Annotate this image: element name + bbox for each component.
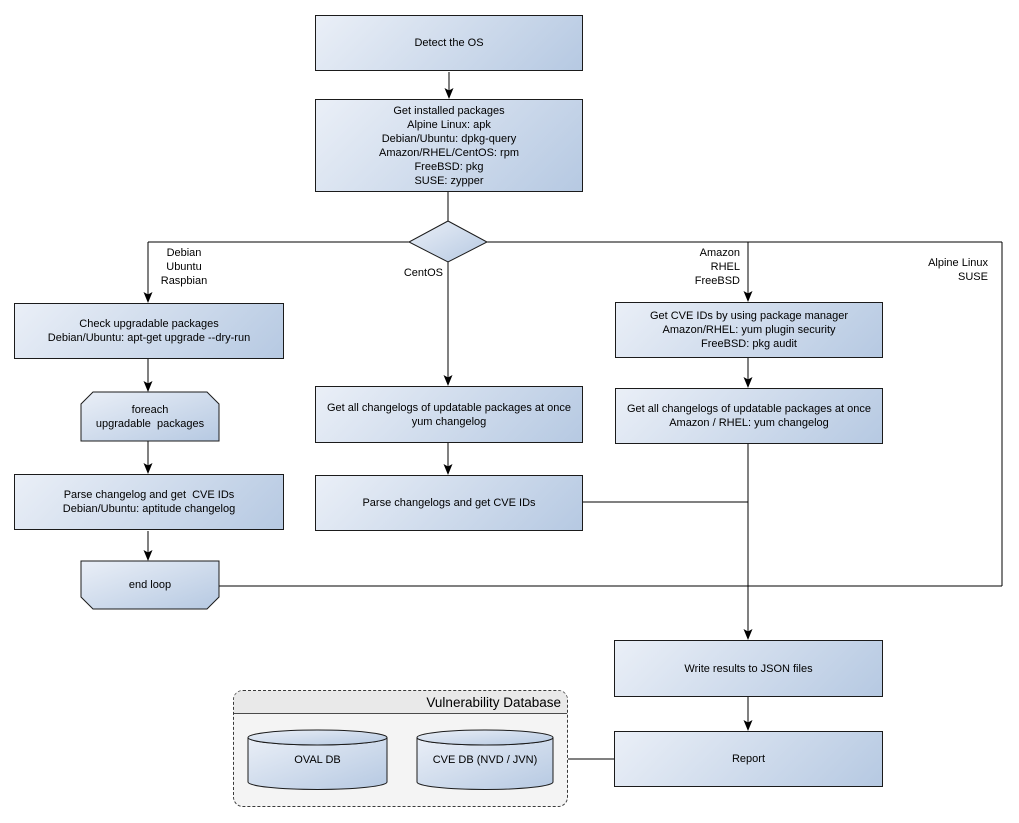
arrowhead bbox=[444, 88, 454, 99]
arrowhead bbox=[443, 464, 453, 475]
foreach-loop-label: foreach upgradable packages bbox=[95, 403, 205, 430]
end-loop-label-box: end loop bbox=[81, 561, 219, 609]
node-check-upgradable-packages: Check upgradable packages Debian/Ubuntu:… bbox=[14, 303, 284, 359]
node-detect-os: Detect the OS bbox=[315, 15, 583, 71]
node-get-installed-packages-label: Get installed packages Alpine Linux: apk… bbox=[379, 104, 519, 187]
vulnerability-database-title: Vulnerability Database bbox=[426, 694, 561, 710]
node-check-upgradable-packages-label: Check upgradable packages Debian/Ubuntu:… bbox=[47, 318, 251, 344]
branch-label-centos: CentOS bbox=[403, 267, 443, 279]
arrowhead bbox=[743, 377, 753, 388]
node-get-all-changelogs-amazon-label: Get all changelogs of updatable packages… bbox=[626, 403, 871, 429]
node-get-all-changelogs-centos: Get all changelogs of updatable packages… bbox=[315, 386, 583, 443]
node-parse-changelogs-centos-label: Parse changelogs and get CVE IDs bbox=[362, 497, 536, 509]
node-write-results-json: Write results to JSON files bbox=[614, 640, 883, 697]
node-parse-changelog-debian: Parse changelog and get CVE IDs Debian/U… bbox=[14, 474, 284, 530]
os-decision-diamond bbox=[407, 220, 489, 263]
arrowhead bbox=[443, 375, 453, 386]
arrowhead bbox=[743, 720, 753, 731]
arrowhead bbox=[143, 292, 153, 303]
node-parse-changelog-debian-label: Parse changelog and get CVE IDs Debian/U… bbox=[62, 489, 236, 515]
arrowhead bbox=[143, 381, 153, 392]
node-detect-os-label: Detect the OS bbox=[414, 37, 484, 49]
arrowhead bbox=[743, 291, 753, 302]
foreach-loop-label-box: foreach upgradable packages bbox=[81, 392, 219, 441]
cve-db-label-box: CVE DB (NVD / JVN) bbox=[417, 744, 553, 776]
node-report-label: Report bbox=[731, 753, 766, 765]
vulnerability-database-header: Vulnerability Database bbox=[234, 691, 567, 714]
node-get-cve-ids-pkg-manager-label: Get CVE IDs by using package manager Ama… bbox=[649, 310, 849, 350]
arrowhead bbox=[743, 629, 753, 640]
cve-db-label: CVE DB (NVD / JVN) bbox=[432, 754, 538, 766]
node-parse-changelogs-centos: Parse changelogs and get CVE IDs bbox=[315, 475, 583, 531]
branch-label-amazon: Amazon RHEL FreeBSD bbox=[694, 247, 740, 287]
oval-db-label-box: OVAL DB bbox=[248, 744, 387, 776]
oval-db-label: OVAL DB bbox=[294, 754, 341, 766]
node-get-all-changelogs-centos-label: Get all changelogs of updatable packages… bbox=[326, 401, 571, 428]
end-loop-label: end loop bbox=[128, 579, 172, 591]
branch-label-debian: Debian Ubuntu Raspbian bbox=[160, 247, 208, 287]
node-get-all-changelogs-amazon: Get all changelogs of updatable packages… bbox=[615, 388, 883, 444]
branch-label-alpine: Alpine Linux SUSE bbox=[928, 257, 988, 283]
node-write-results-json-label: Write results to JSON files bbox=[684, 662, 813, 675]
arrowhead bbox=[143, 463, 153, 474]
node-get-installed-packages: Get installed packages Alpine Linux: apk… bbox=[315, 99, 583, 192]
node-report: Report bbox=[614, 731, 883, 787]
arrowhead bbox=[143, 550, 153, 561]
node-get-cve-ids-pkg-manager: Get CVE IDs by using package manager Ama… bbox=[615, 302, 883, 358]
